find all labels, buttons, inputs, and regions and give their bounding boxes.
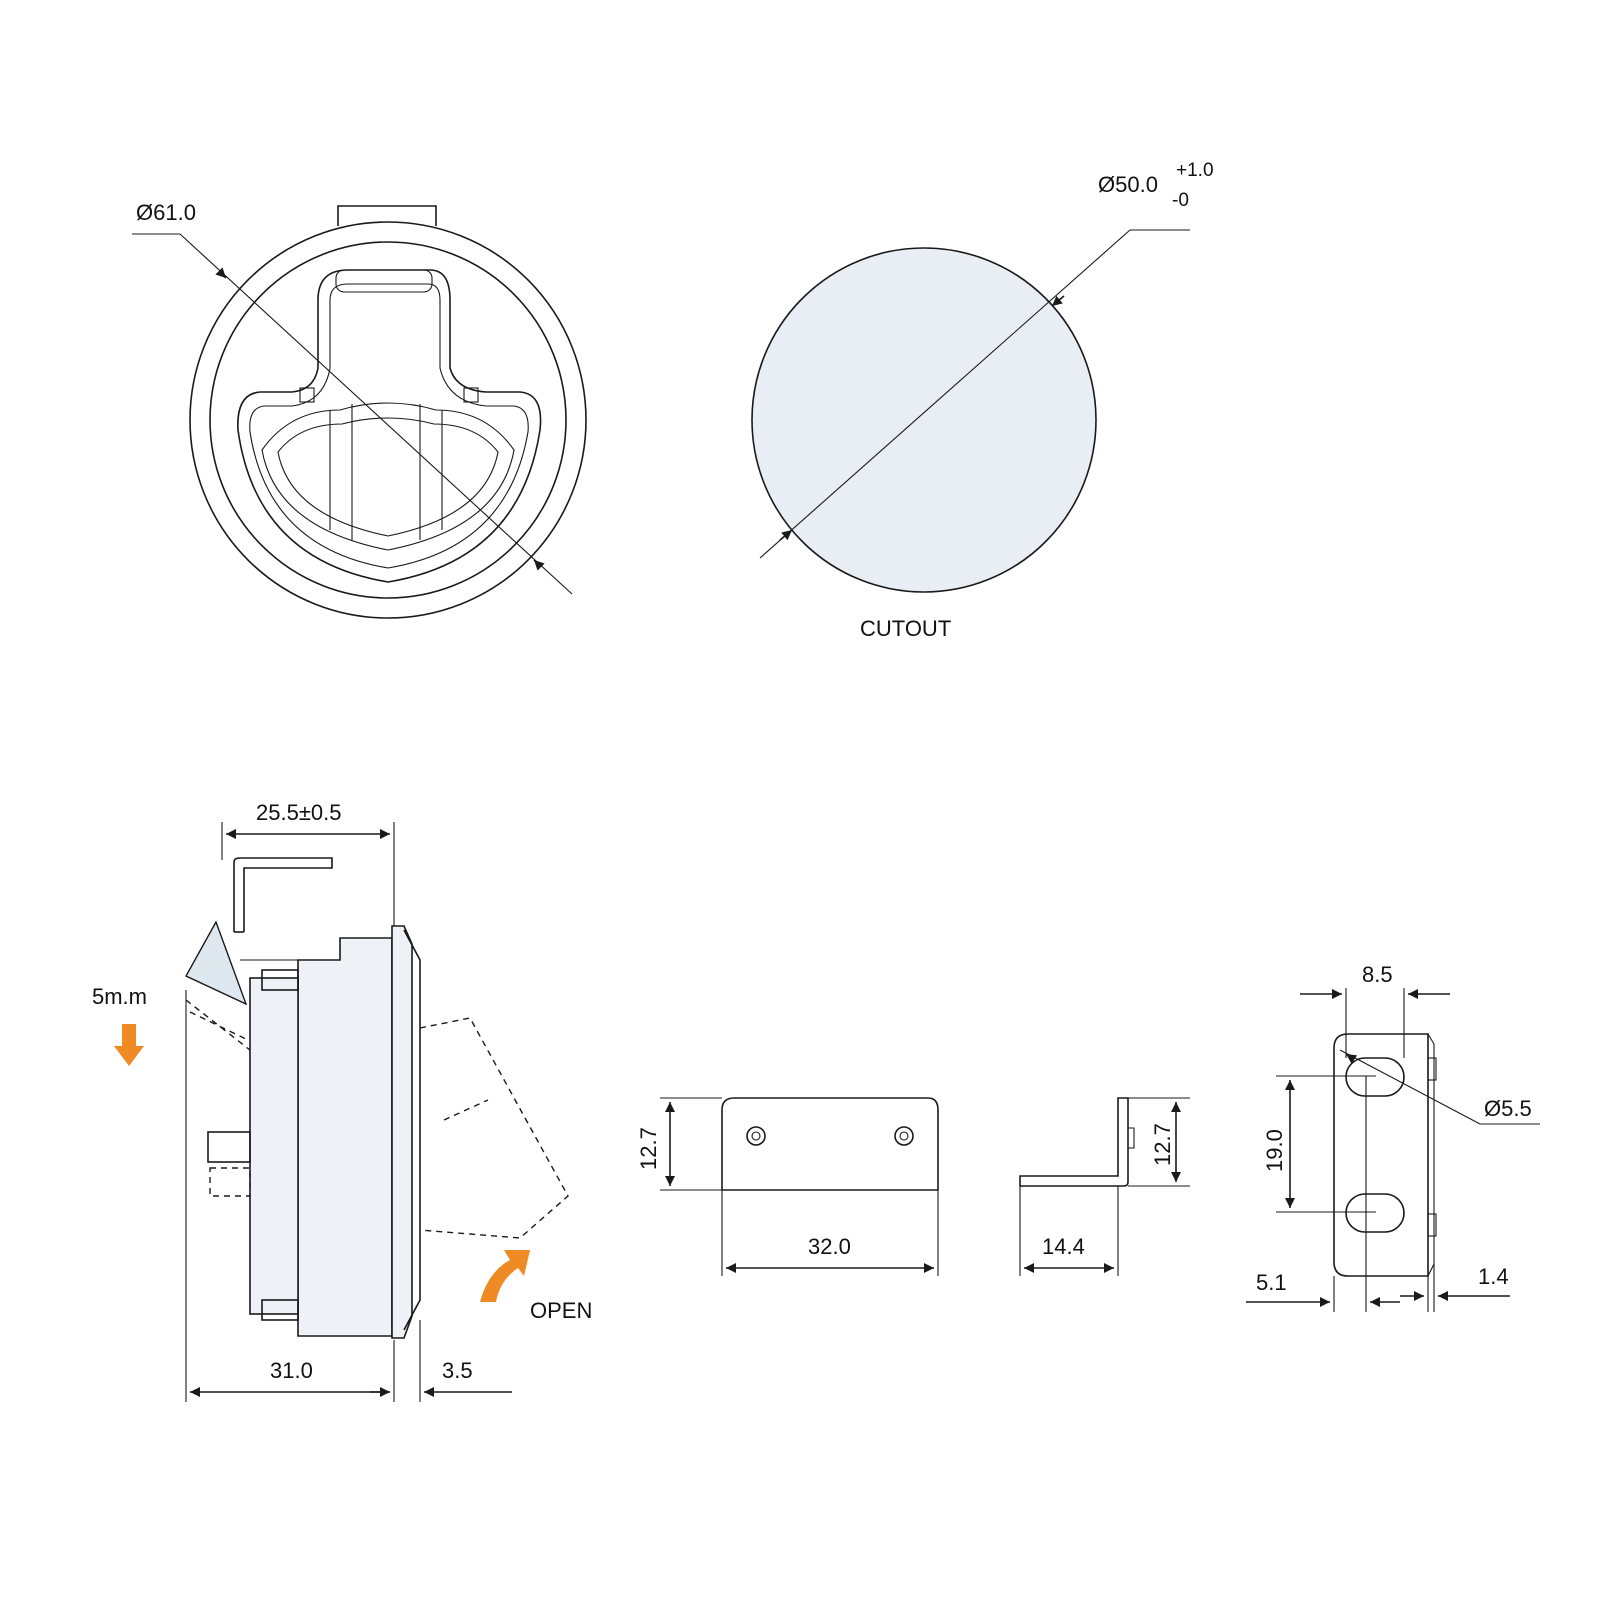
plate-slot-width-label: 8.5 bbox=[1362, 962, 1393, 987]
cutout-view: Ø50.0 +1.0 -0 CUTOUT bbox=[751, 160, 1214, 641]
cutout-title: CUTOUT bbox=[860, 616, 951, 641]
flange-thickness-label: 3.5 bbox=[442, 1358, 473, 1383]
plate-thickness-label: 1.4 bbox=[1478, 1264, 1509, 1289]
curved-arrow-icon bbox=[480, 1250, 530, 1302]
plate-hole-dia-label: Ø5.5 bbox=[1484, 1096, 1532, 1121]
bracket-leg-label: 14.4 bbox=[1042, 1234, 1085, 1259]
cutout-tol-minus: -0 bbox=[1172, 190, 1189, 211]
cutout-tol-plus: +1.0 bbox=[1176, 160, 1214, 181]
side-width-label: 25.5±0.5 bbox=[256, 800, 341, 825]
bracket-height-side-label: 12.7 bbox=[1150, 1123, 1175, 1166]
latch-top-view: Ø61.0 bbox=[132, 200, 587, 619]
arrow-down-icon bbox=[114, 1024, 144, 1066]
push-distance-label: 5m.m bbox=[92, 984, 147, 1009]
bracket-length-label: 32.0 bbox=[808, 1234, 851, 1259]
cutout-diameter-label: Ø50.0 bbox=[1098, 172, 1158, 197]
bracket-height-front-label: 12.7 bbox=[636, 1127, 661, 1170]
plate-edge-offset-label: 5.1 bbox=[1256, 1270, 1287, 1295]
latch-side-view: 25.5±0.5 5m.m OPEN bbox=[92, 800, 592, 1402]
plate-view: 8.5 Ø5.5 19.0 5.1 1.4 bbox=[1246, 962, 1540, 1312]
open-label: OPEN bbox=[530, 1298, 592, 1323]
bracket-side-view: 12.7 14.4 bbox=[1019, 1097, 1190, 1276]
bracket-front-view: 12.7 32.0 bbox=[636, 1097, 939, 1276]
top-outer-diameter-label: Ø61.0 bbox=[136, 200, 196, 225]
plate-hole-spacing-label: 19.0 bbox=[1262, 1129, 1287, 1172]
side-depth-label: 31.0 bbox=[270, 1358, 313, 1383]
